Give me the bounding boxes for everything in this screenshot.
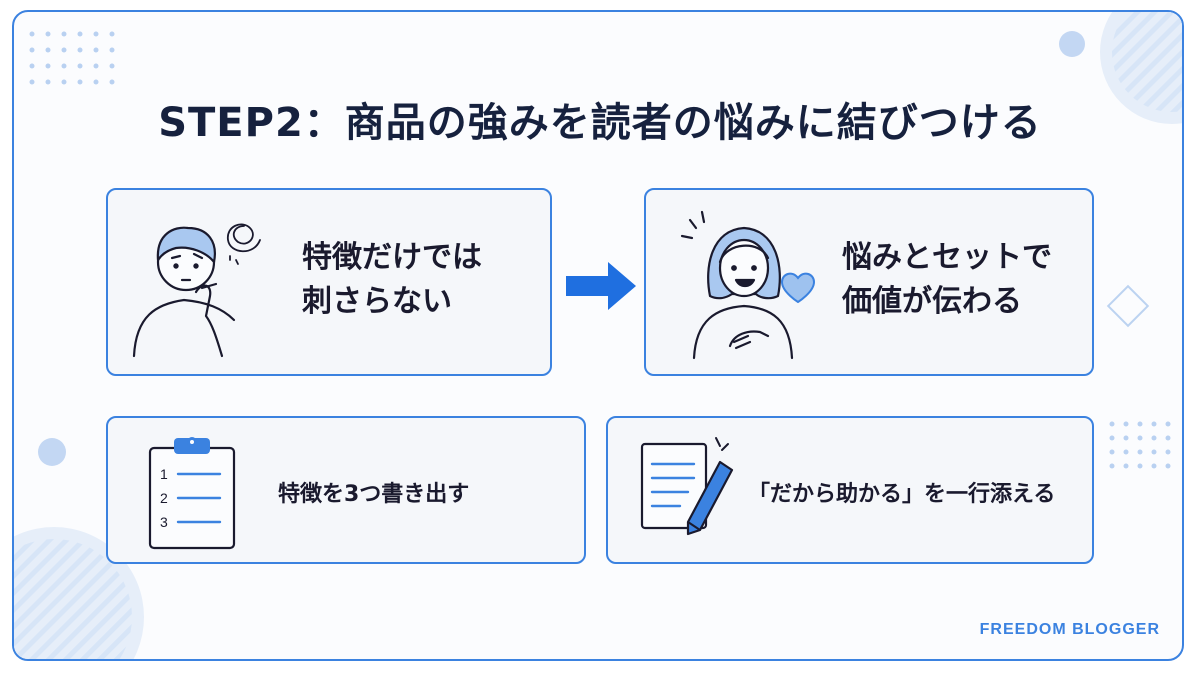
card-write: 「だから助かる」を一行添える <box>606 416 1094 564</box>
card-after-text: 悩みとセットで 価値が伝わる <box>842 236 1052 324</box>
arrow-right-icon <box>566 262 636 310</box>
card-list: 1 2 3 特徴を3つ書き出す <box>106 416 586 564</box>
card-before-line2: 刺さらない <box>302 284 452 319</box>
card-before-text: 特徴だけでは 刺さらない <box>302 236 482 324</box>
card-after: 悩みとセットで 価値が伝わる <box>644 188 1094 376</box>
dot-grid-right <box>1109 421 1171 469</box>
background-decorations <box>14 12 1182 659</box>
list-number-3: 3 <box>160 514 168 530</box>
deco-diamond <box>1106 284 1150 328</box>
confused-person-icon <box>132 223 261 358</box>
deco-bubble <box>1059 31 1085 57</box>
brand-logo-text: FREEDOM BLOGGER <box>979 621 1160 638</box>
document-pencil-icon <box>640 437 734 536</box>
card-write-text: 「だから助かる」を一行添える <box>748 482 1056 507</box>
card-before-line1: 特徴だけでは <box>302 240 482 275</box>
clipboard-icon: 1 2 3 <box>148 437 236 550</box>
slide-frame: STEP2：商品の強みを読者の悩みに結びつける <box>12 10 1184 661</box>
dot-grid-top-left <box>29 31 115 85</box>
list-number-2: 2 <box>160 490 168 506</box>
card-after-line1: 悩みとセットで <box>842 240 1052 275</box>
card-after-line2: 価値が伝わる <box>842 284 1022 319</box>
heart-icon <box>780 272 816 304</box>
card-list-text: 特徴を3つ書き出す <box>278 482 470 507</box>
happy-person-icon <box>680 210 816 360</box>
page-title: STEP2：商品の強みを読者の悩みに結びつける <box>158 100 1042 146</box>
list-number-1: 1 <box>160 466 168 482</box>
card-before: 特徴だけでは 刺さらない <box>106 188 552 376</box>
